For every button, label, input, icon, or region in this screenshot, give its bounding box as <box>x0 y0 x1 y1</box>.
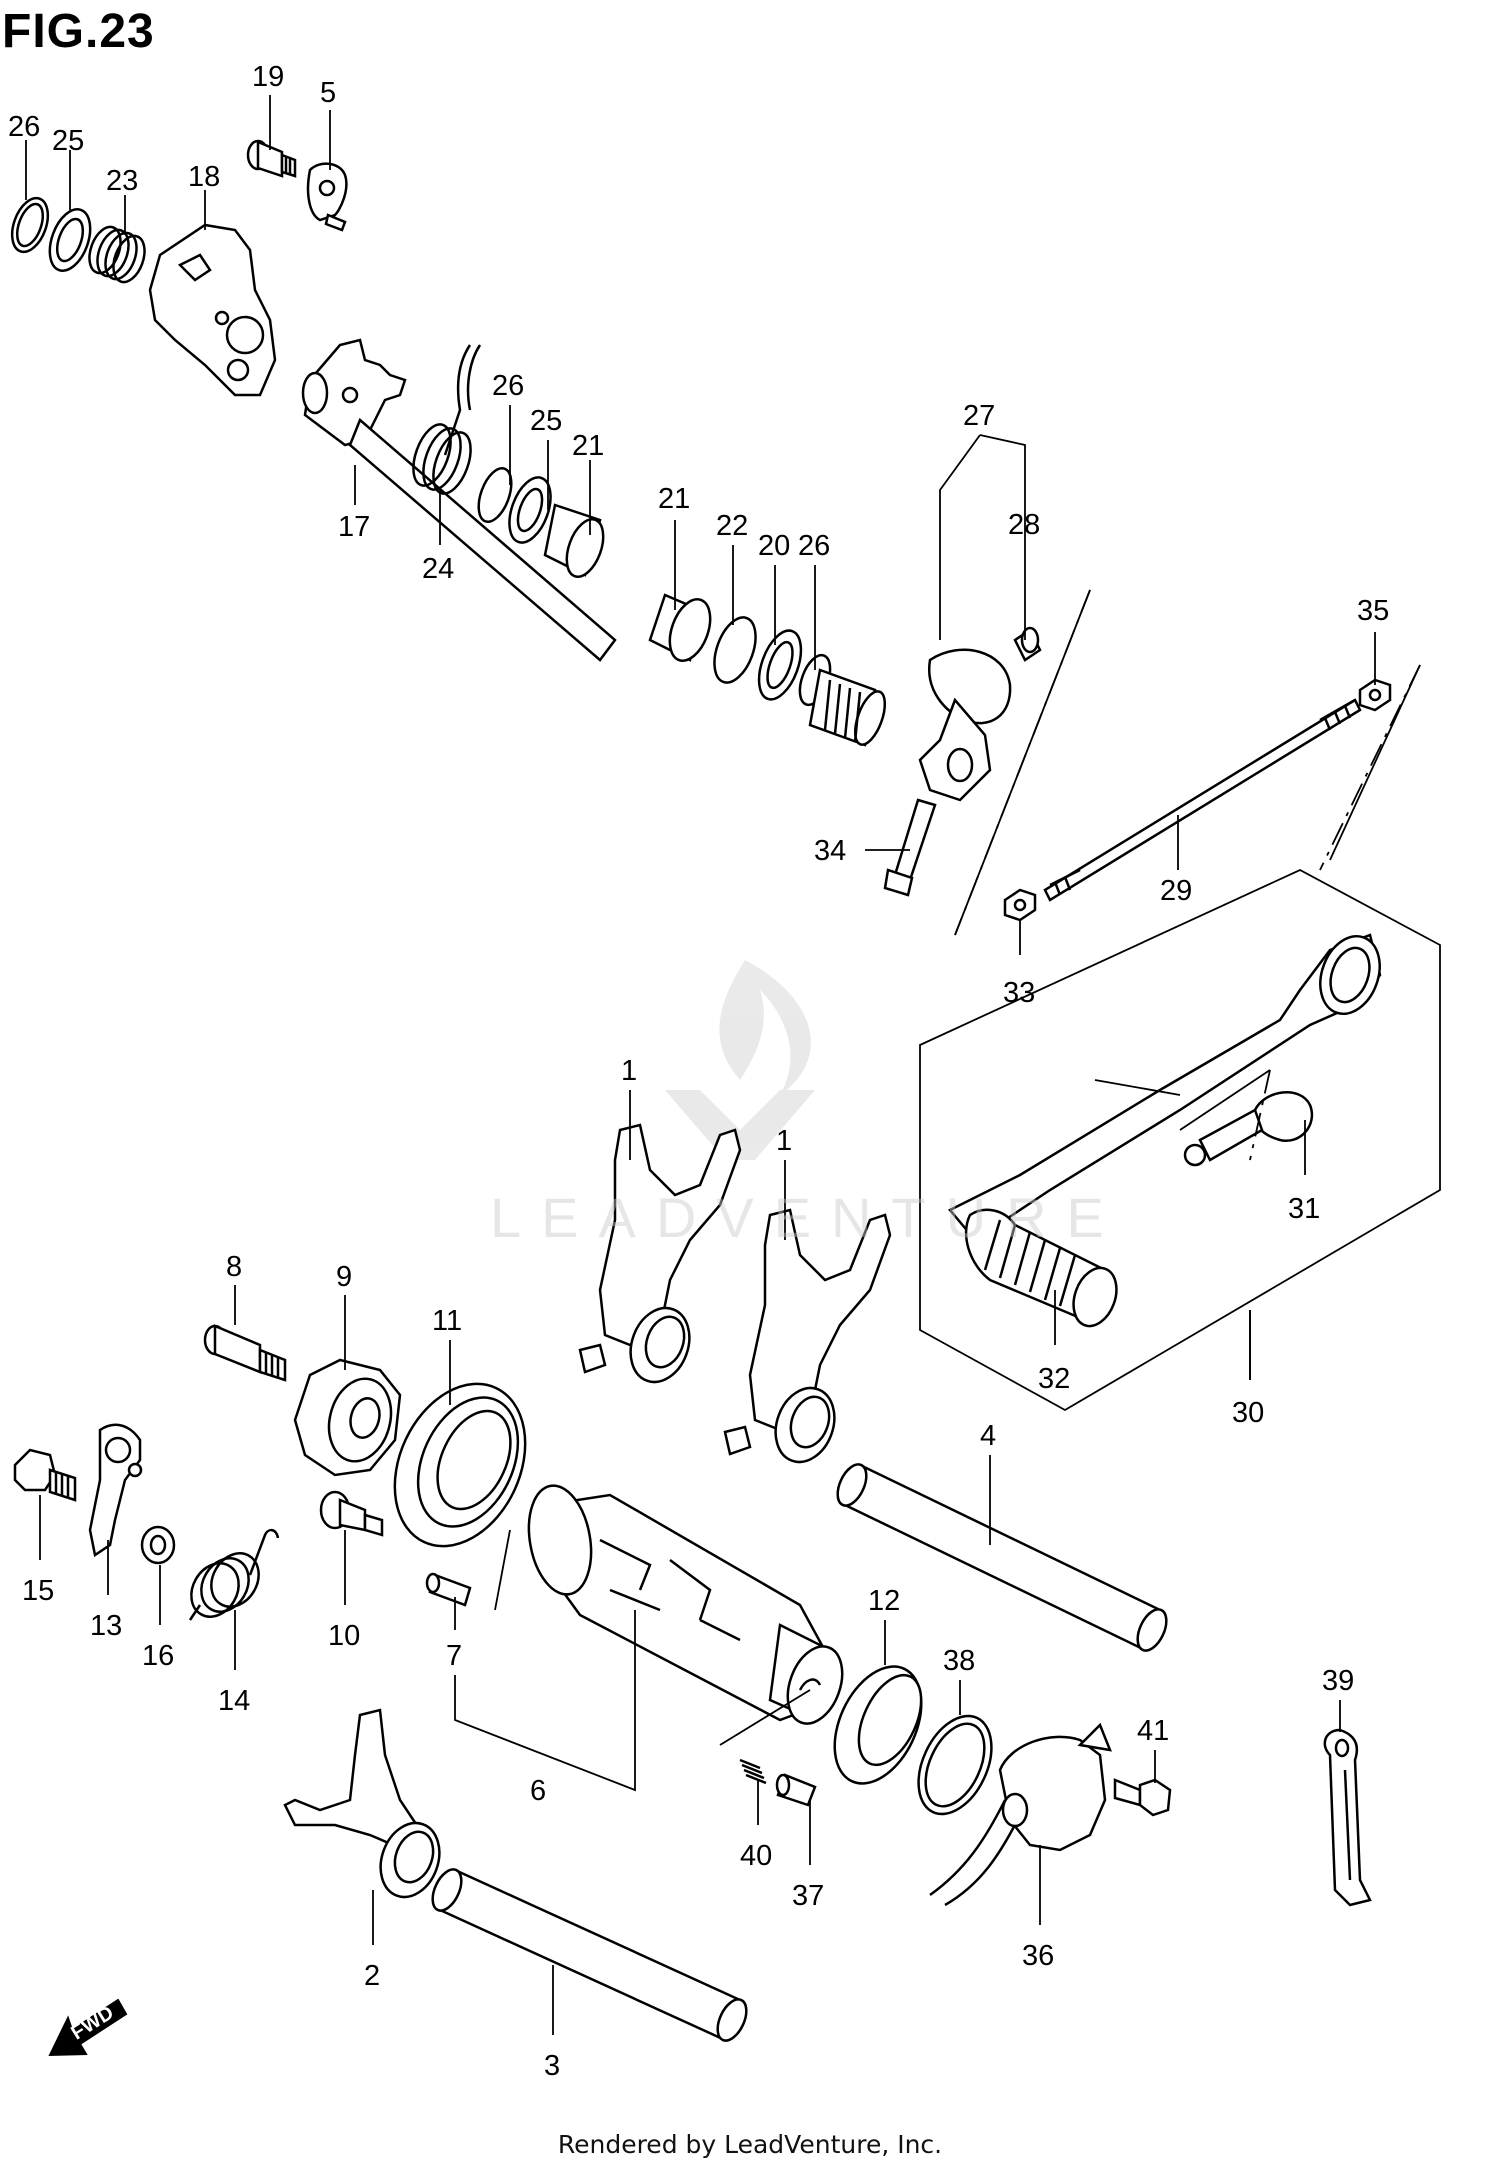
callout-labels: 26 25 23 18 19 5 17 24 26 25 21 21 22 20… <box>8 61 1389 2082</box>
callout-3: 3 <box>544 2050 560 2082</box>
callout-34: 34 <box>814 835 846 867</box>
spring-part <box>88 225 146 284</box>
callout-39: 39 <box>1322 1665 1354 1697</box>
pin-8-part <box>203 1324 287 1382</box>
shift-fork-2-part <box>283 1708 441 1899</box>
lever-13-part <box>88 1423 143 1558</box>
watermark-logo <box>665 960 815 1160</box>
callout-16: 16 <box>142 1640 174 1672</box>
bearing-11-part <box>393 1382 527 1548</box>
callout-18: 18 <box>188 161 220 193</box>
circlip-part <box>10 196 50 254</box>
callout-35: 35 <box>1357 595 1389 627</box>
shift-fork-1b-part <box>723 1208 892 1464</box>
leader-lines <box>25 95 1376 2035</box>
gearshift-arm-part <box>918 626 1042 802</box>
callout-21-a: 21 <box>572 430 604 462</box>
fwd-arrow-icon <box>48 1998 128 2057</box>
return-spring-part <box>412 344 482 495</box>
gearshift-lever-part <box>948 933 1382 1242</box>
bearing-12-part <box>833 1665 923 1785</box>
shift-drum-6-part <box>527 1484 844 1725</box>
bolt-15-part <box>13 1448 77 1502</box>
shift-fork-1a-part <box>578 1123 742 1384</box>
callout-11: 11 <box>432 1305 462 1337</box>
callout-33: 33 <box>1003 977 1035 1009</box>
callout-30: 30 <box>1232 1397 1264 1429</box>
figure-title: FIG.23 <box>2 5 155 58</box>
callout-8: 8 <box>226 1251 242 1283</box>
callout-38: 38 <box>943 1645 975 1677</box>
shaft-rings <box>477 467 832 707</box>
callout-13: 13 <box>90 1610 122 1642</box>
lever-assembly-box <box>919 868 1441 1412</box>
bolt-part <box>246 139 297 178</box>
clip-39-part <box>1323 1728 1372 1907</box>
callout-6: 6 <box>530 1775 546 1807</box>
callout-26-c: 26 <box>798 530 830 562</box>
callout-25-a: 25 <box>52 125 84 157</box>
callout-40: 40 <box>740 1840 772 1872</box>
callout-26-a: 26 <box>8 111 40 143</box>
callout-4: 4 <box>980 1420 996 1452</box>
callout-15: 15 <box>22 1575 54 1607</box>
callout-32: 32 <box>1038 1363 1070 1395</box>
spring-14-part <box>188 1528 280 1621</box>
shaft-spline-end <box>808 668 887 747</box>
watermark-text: LEADVENTURE <box>490 1186 1124 1249</box>
tie-rod-part <box>1043 698 1362 902</box>
rod-end-31-part <box>1183 1091 1313 1167</box>
callout-5: 5 <box>320 77 336 109</box>
callout-7: 7 <box>446 1640 462 1672</box>
callout-29: 29 <box>1160 875 1192 907</box>
callout-31: 31 <box>1288 1193 1320 1225</box>
bolt-34-part <box>883 798 937 897</box>
callout-21-b: 21 <box>658 483 690 515</box>
callout-23: 23 <box>106 165 138 197</box>
pin-37-part <box>775 1773 817 1807</box>
callout-19: 19 <box>252 61 284 93</box>
callout-22: 22 <box>716 510 748 542</box>
bolt-41-part <box>1113 1778 1172 1817</box>
callout-2: 2 <box>364 1960 380 1992</box>
callout-27: 27 <box>963 400 995 432</box>
callout-37: 37 <box>792 1880 824 1912</box>
star-cam-9-part <box>293 1358 402 1477</box>
callout-17: 17 <box>338 511 370 543</box>
footer-credit: Rendered by LeadVenture, Inc. <box>557 2130 943 2159</box>
callout-14: 14 <box>218 1685 250 1717</box>
gear-position-sensor-36-part <box>929 1722 1112 1907</box>
dashed-guides <box>494 589 1421 1746</box>
shift-plate-part <box>148 223 277 397</box>
pin-40-part <box>739 1758 767 1785</box>
callout-20: 20 <box>758 530 790 562</box>
bolt-10-part <box>319 1490 384 1537</box>
footpeg-32-part <box>964 1208 1118 1328</box>
callout-26-b: 26 <box>492 370 524 402</box>
stopper-part <box>306 162 348 232</box>
callout-10: 10 <box>328 1620 360 1652</box>
callout-24: 24 <box>422 553 454 585</box>
washer-16-part <box>140 1525 176 1565</box>
nut-33-part <box>1003 888 1037 922</box>
fork-shaft-3-part <box>431 1868 748 2042</box>
washer-part <box>48 208 92 272</box>
ring-38-part <box>917 1714 993 1816</box>
fork-shaft-4-part <box>836 1463 1168 1652</box>
callout-9: 9 <box>336 1261 352 1293</box>
callout-36: 36 <box>1022 1940 1054 1972</box>
callout-41: 41 <box>1137 1715 1169 1747</box>
callout-1-a: 1 <box>621 1055 637 1087</box>
callout-1-b: 1 <box>776 1125 792 1157</box>
pin-7-part <box>425 1572 472 1607</box>
callout-25-b: 25 <box>530 405 562 437</box>
callout-12: 12 <box>868 1585 900 1617</box>
callout-28: 28 <box>1008 509 1040 541</box>
